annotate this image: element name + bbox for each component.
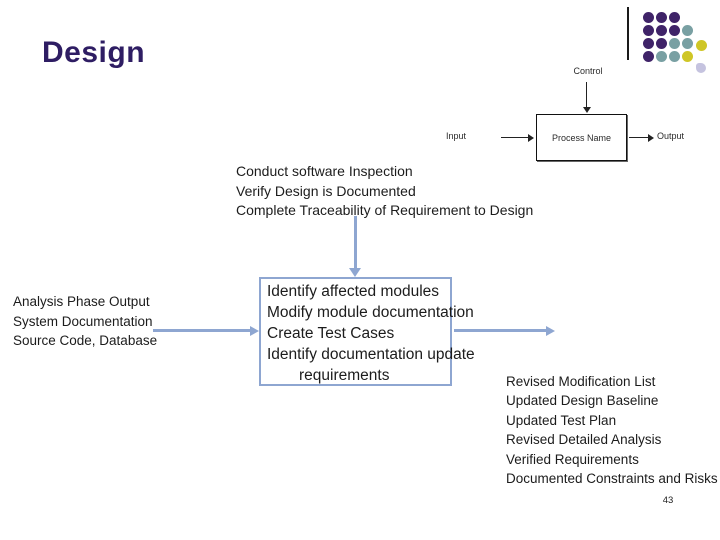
- logo-dot: [656, 25, 667, 36]
- output-label: Output: [657, 131, 685, 141]
- flow-arrow-down-head-icon: [349, 268, 361, 277]
- flow-arrow-out-of-box-head-icon: [546, 326, 555, 336]
- control-label: Control: [573, 66, 603, 76]
- text-line: Source Code, Database: [13, 333, 158, 348]
- text-line: Identify documentation update: [267, 346, 475, 363]
- text-line: Revised Detailed Analysis: [506, 432, 662, 448]
- activities-box: [259, 277, 452, 386]
- activities-text: Identify affected modules Modify module …: [267, 281, 475, 386]
- text-line: Analysis Phase Output: [13, 294, 150, 309]
- page-number: 43: [662, 495, 674, 506]
- text-line: Modify module documentation: [267, 304, 474, 321]
- logo-dot: [696, 63, 706, 73]
- text-line: Verified Requirements: [506, 451, 639, 467]
- input-arrow: [501, 137, 528, 138]
- logo-divider-line: [627, 7, 629, 60]
- logo-dot: [669, 38, 680, 49]
- text-line: Conduct software Inspection: [236, 163, 413, 179]
- logo-dot: [656, 12, 667, 23]
- flow-arrow-down: [354, 216, 357, 268]
- logo-dot: [696, 40, 707, 51]
- flow-arrow-out-of-box: [454, 329, 546, 332]
- output-arrowhead-icon: [648, 134, 654, 142]
- outputs-text-block: Revised Modification List Updated Design…: [506, 372, 718, 488]
- text-line: Documented Constraints and Risks: [506, 471, 718, 487]
- inputs-text-block: Analysis Phase Output System Documentati…: [13, 292, 157, 351]
- logo-dot: [669, 25, 680, 36]
- logo-dot: [656, 51, 667, 62]
- logo-dot: [656, 38, 667, 49]
- flow-arrow-into-box-head-icon: [250, 326, 259, 336]
- logo-dot: [682, 38, 693, 49]
- text-line: Verify Design is Documented: [236, 182, 416, 199]
- logo-dot: [643, 12, 654, 23]
- logo-dot: [643, 38, 654, 49]
- input-arrowhead-icon: [528, 134, 534, 142]
- logo-dot: [682, 25, 693, 36]
- output-arrow: [629, 137, 649, 138]
- verification-text-block: Conduct software Inspection Verify Desig…: [236, 162, 533, 221]
- flow-arrow-into-box: [153, 329, 251, 332]
- text-line: Revised Modification List: [506, 374, 656, 389]
- control-arrow: [586, 82, 587, 108]
- text-line: Updated Test Plan: [506, 412, 617, 428]
- text-line: Complete Traceability of Requirement to …: [236, 202, 534, 218]
- slide-title: Design: [42, 36, 146, 69]
- logo-dot: [643, 25, 654, 36]
- process-name-label: Process Name: [551, 132, 612, 143]
- text-line: Updated Design Baseline: [506, 393, 659, 409]
- text-line: System Documentation: [13, 313, 153, 329]
- text-line: Identify affected modules: [267, 283, 440, 300]
- control-arrowhead-icon: [583, 107, 591, 113]
- process-name-box: Process Name: [536, 114, 627, 161]
- text-line: Create Test Cases: [267, 325, 395, 342]
- logo-dot: [643, 51, 654, 62]
- logo-dot: [669, 51, 680, 62]
- logo-dot: [682, 51, 693, 62]
- logo-dot: [669, 12, 680, 23]
- text-line: requirements: [299, 367, 390, 384]
- input-label: Input: [446, 131, 467, 141]
